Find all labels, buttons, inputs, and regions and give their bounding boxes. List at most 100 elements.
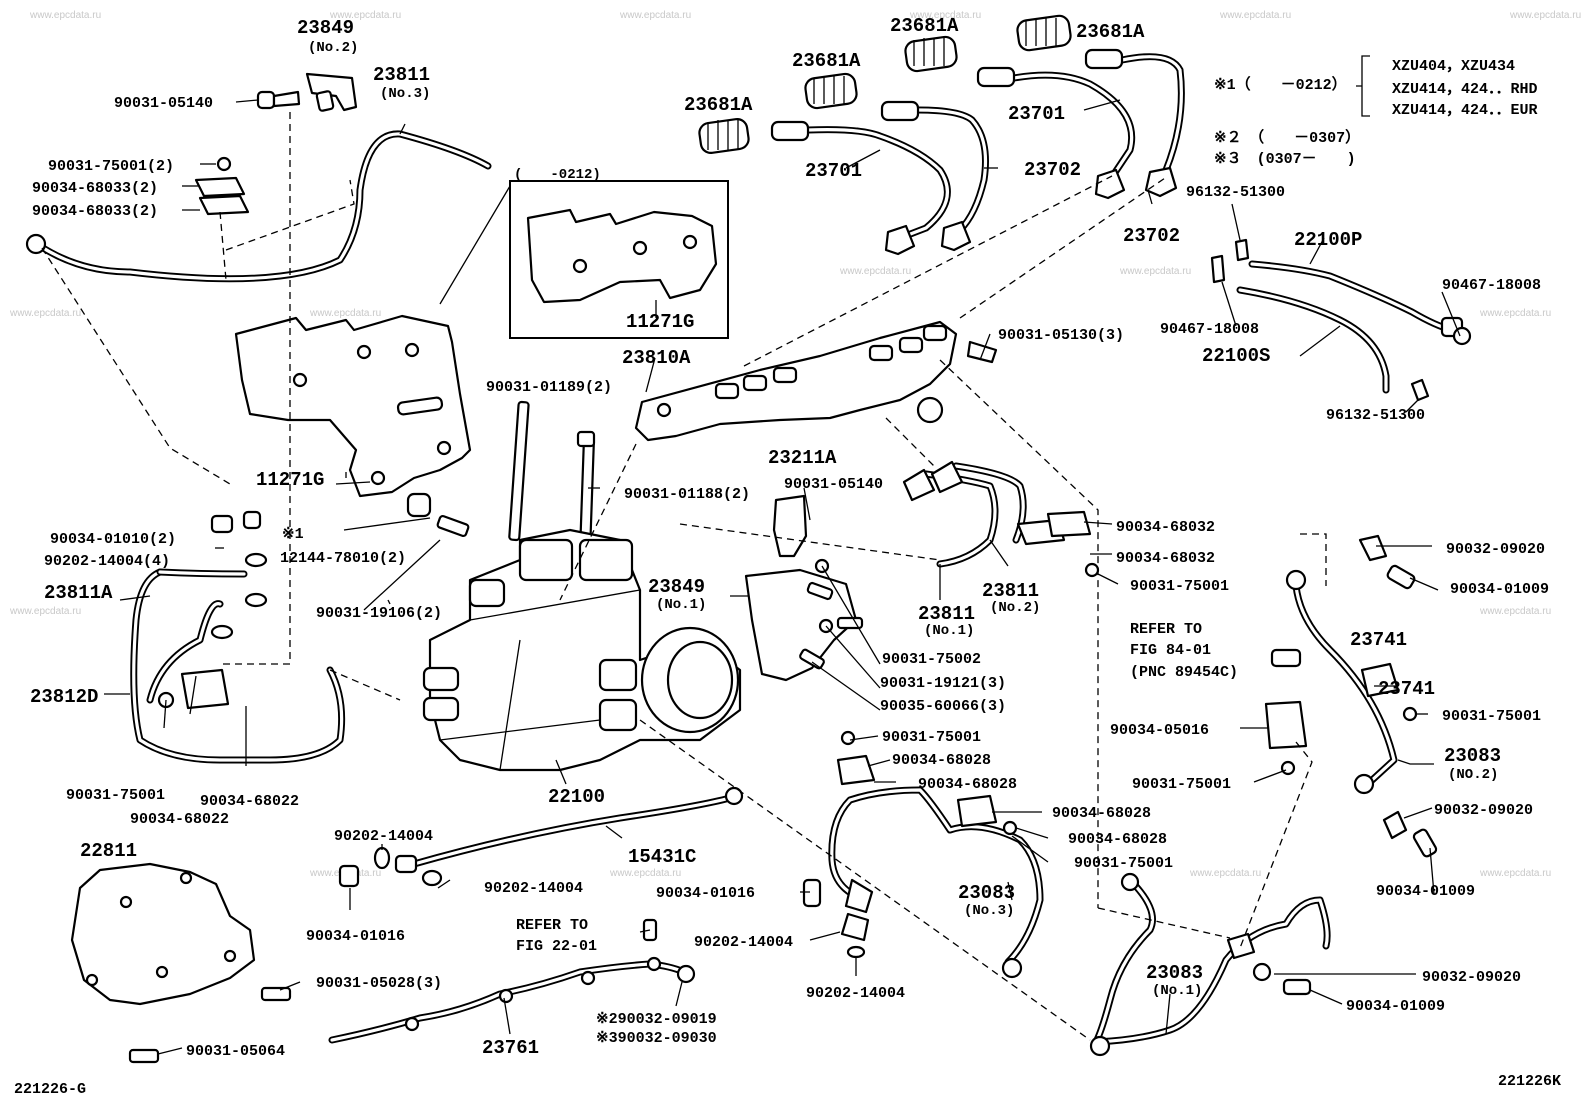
part-label: 23083 [1444,745,1501,767]
clip-stack-left [194,156,250,216]
inset-label: ( -0212) [514,167,601,183]
bracket-22811 [70,862,292,1064]
part-label: 90034-01009 [1450,581,1549,598]
part-label: 90031-75002 [882,651,981,668]
part-label: 23811 [373,64,430,86]
footer-right: 221226K [1498,1073,1561,1090]
part-label: 23811 [982,580,1039,602]
watermark: www.epcdata.ru [9,606,81,617]
part-label: 90031-75001 [882,729,981,746]
part-label: 90467-18008 [1160,321,1259,338]
part-label: 23681A [684,94,753,116]
part-label: 90034-68022 [130,811,229,828]
part-label: 23701 [805,160,862,182]
part-label: 90202-14004 [694,934,793,951]
dashed-leaders [41,112,1327,1041]
part-label: 90031-75001 [1074,855,1173,872]
nozzle-holders-23681a [698,14,1072,154]
part-label: ※290032-09019 [596,1011,717,1028]
part-label: 23083 [958,882,1015,904]
bolt-90031-05140-top [256,90,301,110]
part-label: 90031-05028(3) [316,975,442,992]
part-label: (No.3) [380,86,430,102]
part-label: 12144-78010(2) [280,550,406,567]
part-label: 90034-05016 [1110,722,1209,739]
part-label: 23761 [482,1037,539,1059]
refer-fig22: FIG 22-01 [516,938,597,955]
footer-left: 221226-G [14,1081,86,1098]
part-label: 90034-68033(2) [32,203,158,220]
watermark: www.epcdata.ru [1189,868,1261,879]
watermark: www.epcdata.ru [1219,10,1291,21]
part-label: 22100 [548,786,605,808]
part-label: 22100P [1294,229,1362,251]
part-label: 96132-51300 [1326,407,1425,424]
inset-frame [439,180,729,339]
part-label: 90032-09020 [1422,969,1521,986]
watermark: www.epcdata.ru [9,308,81,319]
part-label: 90034-68028 [1052,805,1151,822]
part-label: 90031-19121(3) [880,675,1006,692]
common-rail-23810a [634,320,958,442]
part-label: 23702 [1123,225,1180,247]
part-label: 90032-09020 [1446,541,1545,558]
watermark: www.epcdata.ru [29,10,101,21]
refer-fig84: REFER TO [1130,621,1202,638]
part-label: 90034-01016 [306,928,405,945]
part-label: 23810A [622,347,691,369]
insulator-11271g-main [234,314,472,498]
fuel-hoses-22100p-s [1210,238,1472,402]
watermark: www.epcdata.ru [609,868,681,879]
part-label: (No.3) [964,903,1014,919]
harness-23761 [328,918,696,1044]
note-3: ※３ (0307－ ) [1214,151,1356,168]
part-label: 90202-14004(4) [44,553,170,570]
note-1-model: XZU414，424．．EUR [1392,102,1538,119]
bracket-23211a [772,494,808,558]
part-label: 23681A [890,15,959,37]
part-label: 23701 [1008,103,1065,125]
right-fittings [966,340,1438,858]
pipes-23083 [802,730,1331,1057]
part-label: 23741 [1378,678,1435,700]
part-label: 96132-51300 [1186,184,1285,201]
refer-fig84: (PNC 89454C) [1130,664,1238,681]
refer-fig22: REFER TO [516,917,588,934]
long-bolts [508,400,596,552]
part-label: 90034-01009 [1346,998,1445,1015]
part-label: (No.2) [308,40,358,56]
part-label: 90031-05130(3) [998,327,1124,344]
part-label: 23849 [297,17,354,39]
watermark: www.epcdata.ru [1479,606,1551,617]
part-label: (No.2) [990,600,1040,616]
left-fittings [130,492,470,764]
part-label: 23681A [1076,21,1145,43]
part-label: 23741 [1350,629,1407,651]
part-label: 90034-68022 [200,793,299,810]
part-label: 90031-05140 [784,476,883,493]
watermark: www.epcdata.ru [309,308,381,319]
part-label: 90031-75001 [1132,776,1231,793]
part-label: 90031-05064 [186,1043,285,1060]
watermark: www.epcdata.ru [1509,10,1581,21]
pipe-23811-no1-no2 [902,460,1066,568]
part-label: 23211A [768,447,837,469]
watermark: www.epcdata.ru [1479,308,1551,319]
part-label: 90031-05140 [114,95,213,112]
part-label: 23811 [918,603,975,625]
part-label: 90034-01016 [656,885,755,902]
part-label: 22100S [1202,345,1270,367]
part-label: 90202-14004 [484,880,583,897]
part-label: (NO.2) [1448,767,1498,783]
part-label: 23083 [1146,962,1203,984]
part-label: 23681A [792,50,861,72]
part-label: 11271G [256,469,324,491]
watermark: www.epcdata.ru [909,10,981,21]
bracket-23849-no2 [305,72,358,112]
part-label: 90202-14004 [806,985,905,1002]
part-label: 90035-60066(3) [880,698,1006,715]
note-1-model: XZU414，424．．RHD [1392,81,1538,98]
part-label: 90034-68028 [918,776,1017,793]
refer-fig84: FIG 84-01 [1130,642,1211,659]
